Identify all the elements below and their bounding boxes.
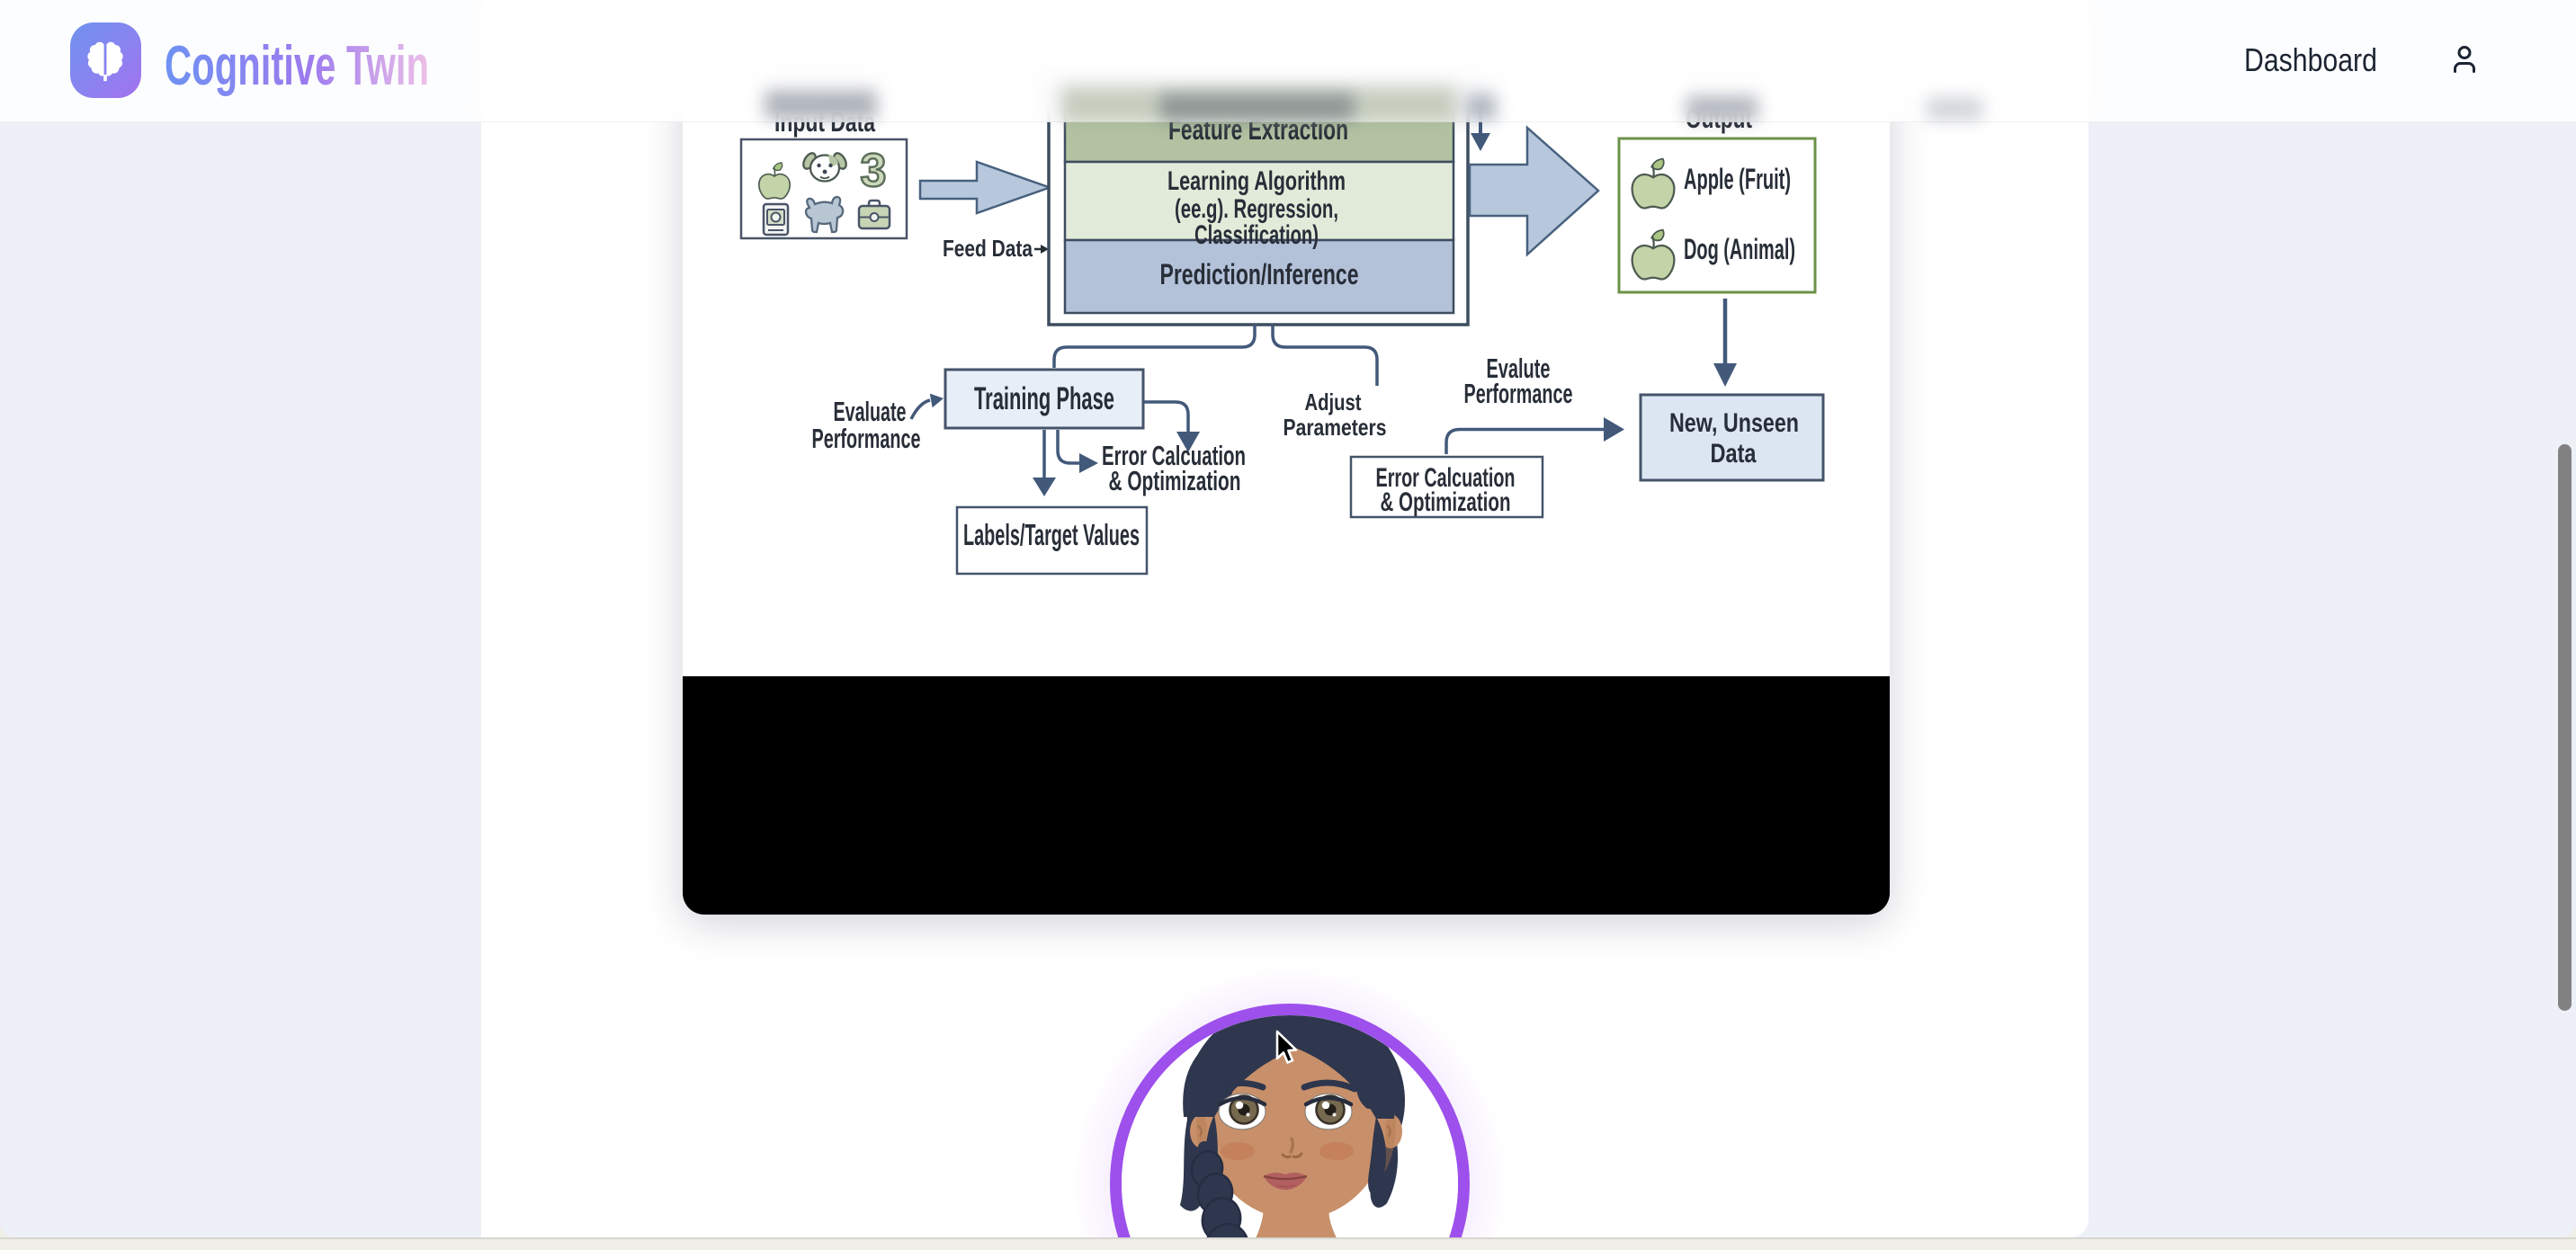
svg-text:& Optimization: & Optimization <box>1109 465 1241 496</box>
svg-text:(ee.g). Regression,: (ee.g). Regression, <box>1175 194 1338 224</box>
svg-text:Error Calcuation: Error Calcuation <box>1376 463 1516 493</box>
svg-text:3: 3 <box>861 145 887 197</box>
svg-text:Evalute: Evalute <box>1487 353 1551 384</box>
svg-text:Performance: Performance <box>1464 378 1573 409</box>
svg-text:Apple (Fruit): Apple (Fruit) <box>1684 163 1791 195</box>
svg-text:Learning Algorithm: Learning Algorithm <box>1167 166 1346 196</box>
svg-text:Classification): Classification) <box>1194 220 1319 250</box>
svg-text:Data: Data <box>1711 439 1757 469</box>
svg-text:Evaluate: Evaluate <box>834 396 907 427</box>
svg-text:Dog (Animal): Dog (Animal) <box>1684 233 1795 265</box>
svg-text:Training Phase: Training Phase <box>974 381 1114 416</box>
svg-text:New, Unseen: New, Unseen <box>1669 408 1799 438</box>
svg-text:Labels/Target Values: Labels/Target Values <box>963 518 1140 551</box>
svg-text:Parameters: Parameters <box>1284 414 1387 441</box>
svg-text:Error Calcuation: Error Calcuation <box>1102 440 1246 471</box>
svg-text:Prediction/Inference: Prediction/Inference <box>1160 258 1359 290</box>
svg-text:& Optimization: & Optimization <box>1381 487 1511 517</box>
svg-text:Performance: Performance <box>812 423 921 454</box>
svg-text:Adjust: Adjust <box>1305 388 1362 415</box>
svg-text:Feed Data: Feed Data <box>943 235 1033 262</box>
